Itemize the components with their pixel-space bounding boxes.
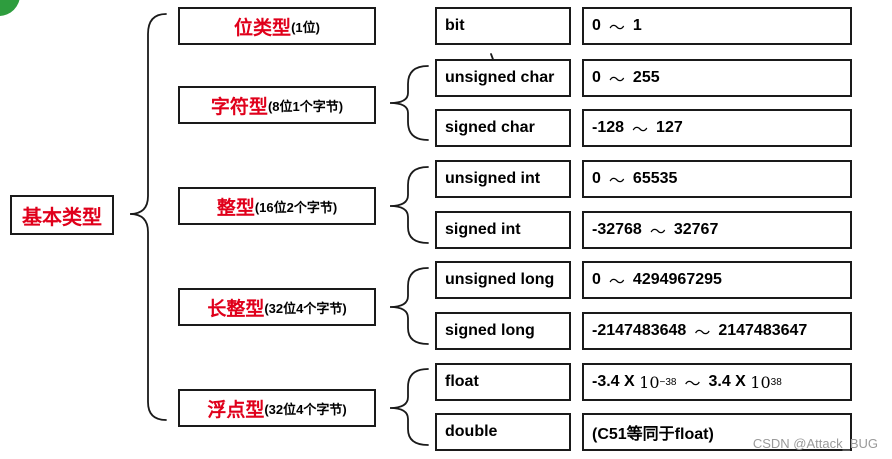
category-name: 整型 — [216, 196, 255, 219]
category-float: 浮点型(32位4个字节) — [178, 389, 376, 427]
category-detail: (16位2个字节) — [254, 199, 338, 215]
type-signed-int: signed int — [435, 211, 571, 249]
type-unsigned-long: unsigned long — [435, 261, 571, 299]
range-separator: ～ — [632, 122, 649, 139]
range-min: 0 — [592, 271, 601, 288]
root-base-type: 基本类型 — [10, 195, 114, 235]
range-min: -128 — [592, 119, 625, 136]
range-max: 65535 — [632, 170, 678, 187]
char-brace — [389, 65, 429, 141]
category-detail: (8位1个字节) — [267, 98, 344, 114]
category-name: 字符型 — [210, 95, 268, 118]
float-min-coefficient: -3.4 X — [592, 373, 635, 390]
category-name: 浮点型 — [207, 398, 265, 421]
root-label: 基本类型 — [22, 204, 102, 229]
range-double: (C51等同于float) — [582, 413, 852, 451]
category-long: 长整型(32位4个字节) — [178, 288, 376, 326]
range-max: 2147483647 — [718, 322, 808, 339]
range-bit: 0 ～ 1 — [582, 7, 852, 45]
range-max: 127 — [656, 119, 683, 136]
float-min-base: 10 — [639, 372, 660, 392]
float-min-exponent: −38 — [659, 376, 677, 388]
range-separator: ～ — [608, 173, 625, 190]
range-min: 0 — [592, 17, 601, 34]
range-separator: ～ — [608, 72, 625, 89]
range-unsigned-int: 0 ～ 65535 — [582, 160, 852, 198]
range-signed-char: -128 ～ 127 — [582, 109, 852, 147]
range-signed-int: -32768 ～ 32767 — [582, 211, 852, 249]
type-signed-long: signed long — [435, 312, 571, 350]
range-unsigned-char: 0 ～ 255 — [582, 59, 852, 97]
range-min: -32768 — [592, 221, 642, 238]
category-detail: (32位4个字节) — [264, 300, 347, 316]
type-double: double — [435, 413, 571, 451]
category-name: 长整型 — [207, 297, 265, 320]
float-max-base: 10 — [750, 372, 771, 392]
range-max: 32767 — [673, 221, 719, 238]
range-signed-long: -2147483648 ～ 2147483647 — [582, 312, 852, 350]
range-max: 255 — [632, 69, 660, 86]
main-brace — [129, 13, 167, 421]
type-signed-char: signed char — [435, 109, 571, 147]
watermark: CSDN @Attack_BUG — [752, 436, 878, 451]
category-int: 整型(16位2个字节) — [178, 187, 376, 225]
range-separator: ～ — [694, 325, 711, 342]
range-min: -2147483648 — [592, 322, 687, 339]
range-min: 0 — [592, 170, 601, 187]
range-separator: ～ — [684, 376, 701, 393]
category-name: 位类型 — [234, 16, 292, 39]
range-separator: ～ — [608, 20, 625, 37]
long-brace — [389, 267, 429, 345]
float-max-exponent: 38 — [770, 376, 782, 388]
range-max: 4294967295 — [632, 271, 722, 288]
category-detail: (32位4个字节) — [264, 401, 347, 417]
float-brace — [389, 368, 429, 446]
range-min: 0 — [592, 69, 601, 86]
range-separator: ～ — [649, 224, 666, 241]
double-note: (C51等同于float) — [592, 426, 714, 443]
category-detail: (1位) — [291, 19, 320, 35]
int-brace — [389, 166, 429, 244]
range-max: 1 — [632, 17, 642, 34]
type-float: float — [435, 363, 571, 401]
type-unsigned-int: unsigned int — [435, 160, 571, 198]
category-char: 字符型(8位1个字节) — [178, 86, 376, 124]
range-separator: ～ — [608, 274, 625, 291]
type-unsigned-char: unsigned char — [435, 59, 571, 97]
range-unsigned-long: 0 ～ 4294967295 — [582, 261, 852, 299]
float-max-coefficient: 3.4 X — [708, 373, 746, 390]
type-bit: bit — [435, 7, 571, 45]
category-bit: 位类型(1位) — [178, 7, 376, 45]
